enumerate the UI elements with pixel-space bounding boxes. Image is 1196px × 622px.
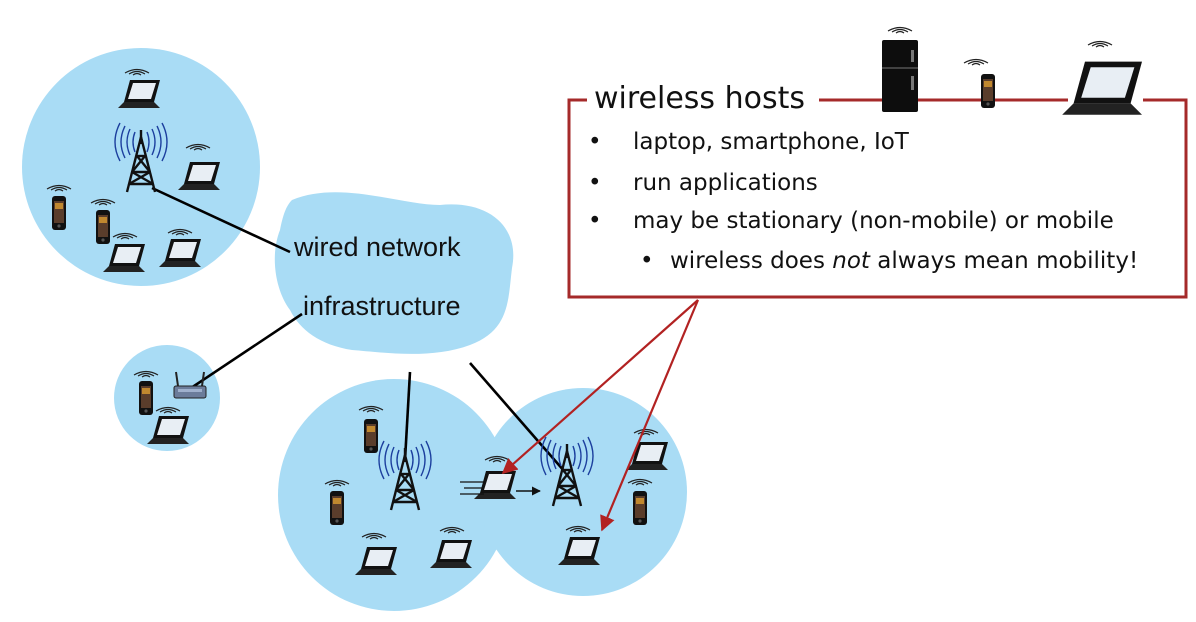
sub-bullet-emphasis: not <box>832 248 871 274</box>
bullet-item-3: may be stationary (non-mobile) or mobile <box>633 208 1114 234</box>
smartphone-icon <box>981 74 995 108</box>
callout-border <box>567 98 1188 299</box>
motion-lines <box>460 481 484 495</box>
sub-bullet-glyph: • <box>640 248 654 274</box>
link-router <box>187 312 303 392</box>
sub-bullet-after: always mean mobility! <box>870 248 1138 274</box>
link-bottom-right-tower <box>469 362 566 473</box>
bullet-glyph: • <box>588 170 602 196</box>
cloud-label-line1: wired network <box>293 232 461 262</box>
callout-title: wireless hosts <box>594 81 805 116</box>
smartphone-icon <box>52 196 66 230</box>
link-bottom-left-tower <box>403 371 412 461</box>
wifi-router-icon <box>173 371 207 399</box>
wired-network-cloud <box>274 192 514 354</box>
mobile-laptop <box>460 455 541 499</box>
wireless-hosts-callout: wireless hosts • laptop, smartphone, IoT… <box>567 81 1188 299</box>
cell-bottom-right <box>479 388 687 596</box>
bullet-item-1: laptop, smartphone, IoT <box>633 129 910 155</box>
arrow-to-mobile-laptop <box>501 299 699 475</box>
refrigerator-icon <box>882 26 918 112</box>
cell-small-left <box>114 345 220 451</box>
sub-bullet-item: wireless does not always mean mobility! <box>670 248 1138 274</box>
smartphone-icon <box>96 210 110 244</box>
arrow-to-laptop <box>600 299 700 532</box>
wireless-cells <box>22 48 687 611</box>
cloud-label-line2: infrastructure <box>303 291 461 321</box>
bullet-item-2: run applications <box>633 170 818 196</box>
sub-bullet-before: wireless does <box>670 248 832 274</box>
cell-top-left <box>22 48 260 286</box>
wired-links <box>151 186 566 473</box>
smartphone-icon <box>633 491 647 525</box>
link-top-left-tower <box>151 186 291 254</box>
bullet-glyph: • <box>588 129 602 155</box>
smartphone-icon <box>364 419 378 453</box>
smartphone-icon <box>139 381 153 415</box>
bullet-glyph: • <box>588 208 602 234</box>
laptop-icon <box>1062 61 1142 115</box>
smartphone-icon <box>330 491 344 525</box>
callout-arrows <box>501 299 700 532</box>
